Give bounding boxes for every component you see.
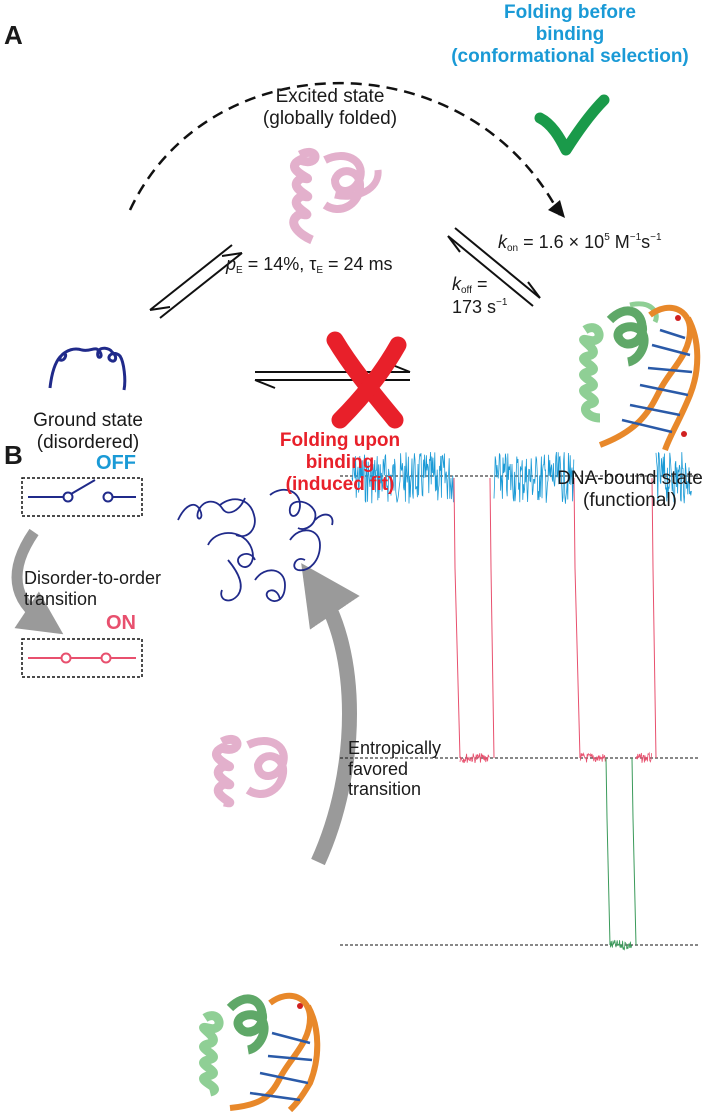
arc-arrowhead (548, 200, 565, 218)
kon-label: kon = 1.6 × 105 M−1s−1 (498, 232, 662, 254)
ground-state-label: Ground state (disordered) (33, 410, 143, 453)
off-switch (21, 477, 143, 517)
dna-bound-complex-b (199, 992, 321, 1112)
excited-state-params: pE = 14%, τE = 24 ms (226, 254, 393, 276)
induced-fit-label: Folding upon binding (induced fit) (279, 430, 401, 495)
trace-segment (573, 477, 581, 759)
dna-bound-complex (579, 301, 701, 452)
entropic-transition-arrow (301, 563, 360, 866)
trace-segment (453, 477, 461, 759)
entropic-transition-label: Entropically favored transition (348, 738, 442, 800)
trace-segment (609, 939, 632, 951)
excited-state-label: Excited state (globally folded) (262, 86, 398, 129)
trace-segment (631, 757, 637, 946)
folded-protein-b (211, 735, 288, 808)
on-switch (21, 638, 143, 678)
disorder-to-order-label: Disorder-to-order transition (24, 568, 162, 609)
dna-bound-label: DNA-bound state (functional) (557, 468, 703, 511)
trace-segment (655, 451, 692, 504)
ground-state-protein (48, 346, 127, 391)
conformational-selection-label: Folding before binding (conformational s… (451, 2, 689, 67)
trace-segment (651, 477, 657, 759)
red-x-icon (326, 331, 407, 429)
trace-segment (493, 451, 575, 504)
ground-excited-equilibrium (149, 244, 243, 319)
disordered-ensemble (177, 488, 334, 602)
trace-segment (635, 751, 652, 763)
check-mark-icon (534, 94, 610, 156)
panel-b-label: B (4, 440, 23, 470)
trace-segment (459, 753, 490, 764)
panel-a-label: A (4, 20, 23, 50)
excited-state-protein (289, 148, 382, 245)
disorder-to-order-arrow (11, 528, 64, 635)
trace-segment (605, 757, 611, 946)
trace-segment (351, 451, 454, 504)
single-molecule-trace (351, 451, 692, 951)
on-label: ON (106, 612, 136, 634)
state-level-lines (340, 475, 698, 946)
excited-dna-equilibrium (447, 227, 541, 307)
trace-segment (489, 477, 495, 759)
trace-segment (579, 752, 607, 763)
off-label: OFF (96, 452, 136, 474)
conformational-selection-arrow (128, 81, 562, 216)
koff-label: koff = 173 s−1 (452, 274, 508, 317)
